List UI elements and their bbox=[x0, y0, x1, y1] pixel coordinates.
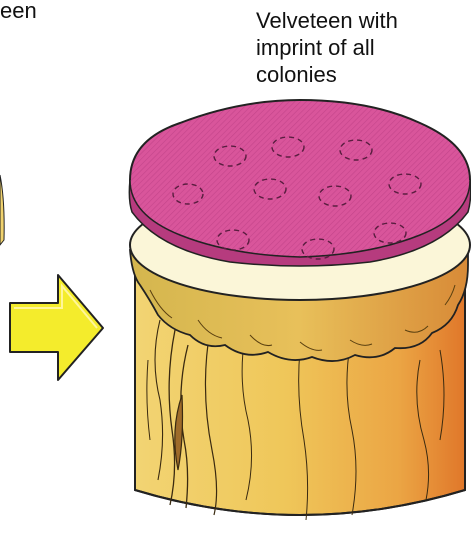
transfer-arrow-icon bbox=[10, 275, 103, 380]
velveteen-top bbox=[129, 100, 470, 266]
cropped-left-object bbox=[0, 175, 4, 245]
